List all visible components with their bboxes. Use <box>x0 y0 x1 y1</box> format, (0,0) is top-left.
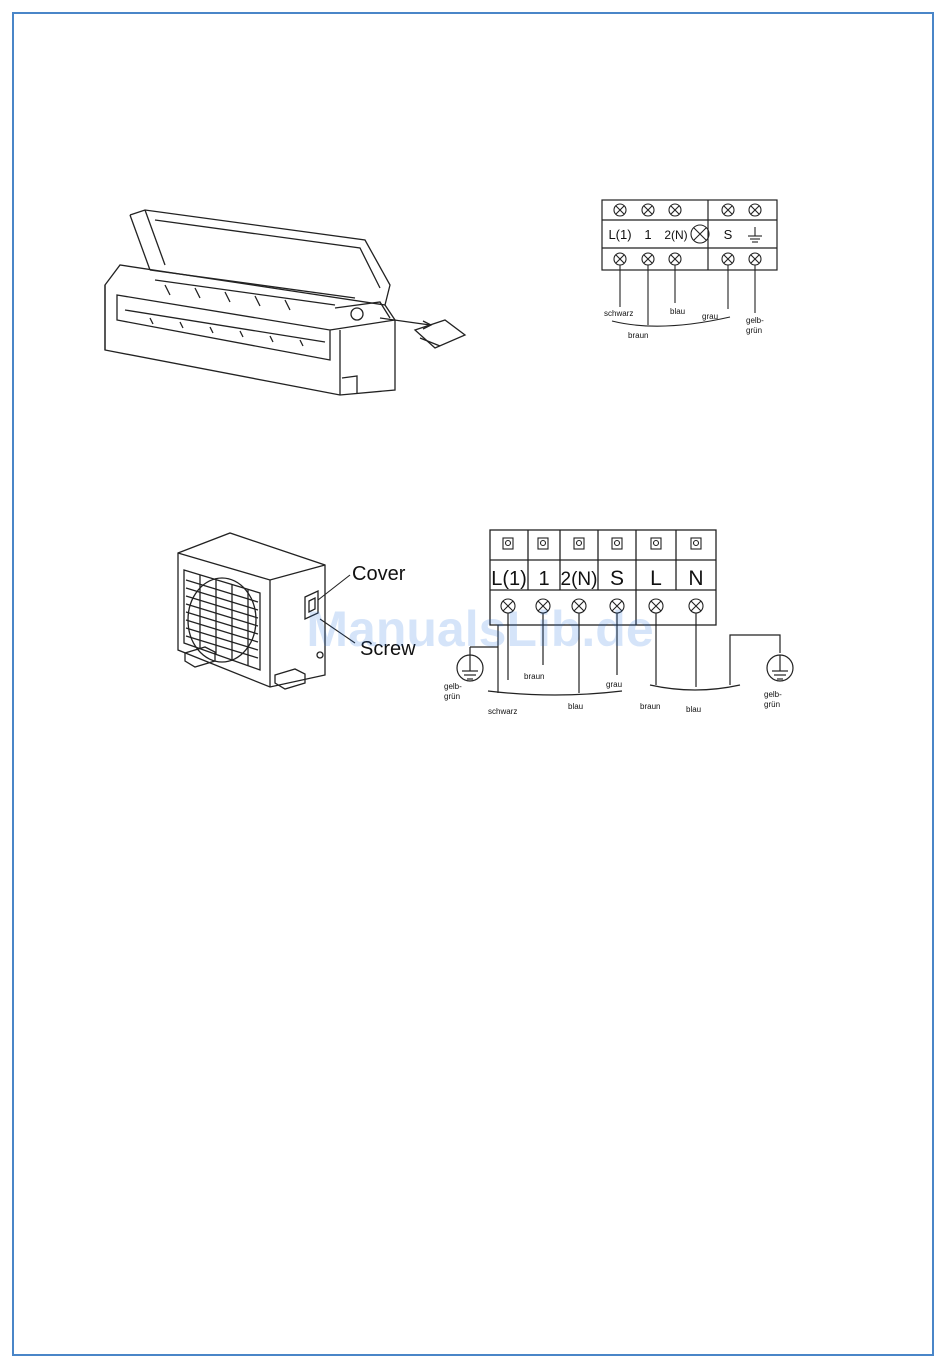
outdoor-ground-right-gruen: grün <box>764 700 780 709</box>
indoor-terminal-l1: L(1) <box>608 227 631 242</box>
outdoor-terminal-l1: L(1) <box>491 568 527 590</box>
outdoor-terminal-1: 1 <box>538 568 549 590</box>
cover-label: Cover <box>352 563 405 586</box>
indoor-center-screw <box>691 225 709 243</box>
outdoor-ground-right-gelb: gelb- <box>764 690 782 699</box>
indoor-wire-blau: blau <box>670 307 685 316</box>
outdoor-terminal-n: N <box>688 567 703 590</box>
outdoor-terminal-2n: 2(N) <box>561 569 598 590</box>
indoor-wire-grau: grau <box>702 312 718 321</box>
indoor-terminal-diagram: L(1) 1 2(N) S schwarz braun blau grau ge… <box>580 195 820 345</box>
indoor-top-screws <box>614 204 761 216</box>
indoor-wire-schwarz: schwarz <box>604 309 633 318</box>
indoor-terminal-2n: 2(N) <box>664 228 687 242</box>
ground-symbol-icon <box>748 227 762 242</box>
outdoor-wire-schwarz: schwarz <box>488 707 517 716</box>
outdoor-wire-braun-left: braun <box>524 672 544 681</box>
indoor-wires <box>612 265 755 326</box>
indoor-terminal-s: S <box>724 227 733 242</box>
outdoor-terminal-l: L <box>650 567 662 590</box>
outdoor-wire-braun-right: braun <box>640 702 660 711</box>
ground-symbol-right-icon <box>767 655 793 681</box>
indoor-wire-gelb: gelb- <box>746 316 764 325</box>
outdoor-wire-blau-left: blau <box>568 702 583 711</box>
outdoor-terminal-s: S <box>610 567 624 590</box>
outdoor-wire-grau: grau <box>606 680 622 689</box>
outdoor-ground-left-gruen: grün <box>444 692 460 701</box>
outdoor-ground-left-gelb: gelb- <box>444 682 462 691</box>
indoor-terminal-1: 1 <box>644 227 651 242</box>
watermark: ManualsLib.de <box>290 600 670 658</box>
indoor-wire-gruen: grün <box>746 326 762 335</box>
indoor-wire-braun: braun <box>628 331 648 340</box>
outdoor-top-screws <box>503 538 701 549</box>
indoor-bottom-screws <box>614 253 761 265</box>
indoor-unit-illustration <box>95 200 475 410</box>
outdoor-wire-blau-right: blau <box>686 705 701 714</box>
